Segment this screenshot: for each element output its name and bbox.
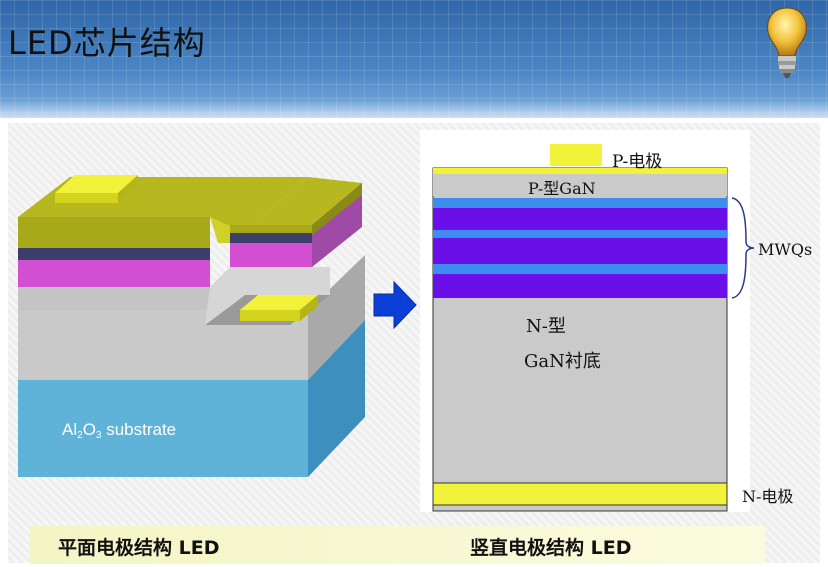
- step-dark-right: [230, 233, 312, 243]
- p-pad-front: [55, 193, 118, 203]
- caption-bar: [30, 526, 765, 564]
- top-yellow-strip: [433, 168, 727, 174]
- mqw-label: MWQs: [758, 240, 813, 259]
- barrier-3: [433, 264, 727, 274]
- header-banner: [0, 0, 828, 118]
- gray-middle-left: [18, 287, 210, 310]
- dark-layer-front: [18, 248, 210, 260]
- planar-led-diagram: [18, 175, 365, 477]
- mesa-floor: [205, 267, 330, 325]
- step-magenta-right: [230, 243, 312, 267]
- barrier-1: [433, 198, 727, 208]
- p-layer-front: [18, 217, 210, 248]
- n-pad-front: [240, 310, 300, 321]
- p-electrode-label: P-电极: [612, 152, 663, 172]
- well-1: [433, 208, 727, 230]
- substrate-side: [308, 320, 365, 477]
- n-pad-top: [240, 295, 318, 310]
- light-bulb-icon: [767, 7, 807, 78]
- p-pad-side: [118, 175, 138, 203]
- planar-caption: 平面电极结构 LED: [58, 537, 220, 559]
- p-electrode-pad: [550, 144, 602, 166]
- n-electrode-pad: [432, 482, 728, 506]
- p-pad-top: [55, 175, 138, 193]
- n-pad-side: [300, 295, 318, 321]
- step-olive: [210, 177, 362, 225]
- vertical-caption: 竖直电极结构 LED: [470, 537, 632, 559]
- mqw-brace: [731, 197, 755, 299]
- n-electrode-label: N-电极: [742, 487, 794, 506]
- gan-side: [308, 255, 365, 380]
- substrate-label: Al2O3 substrate: [62, 420, 177, 441]
- well-2: [433, 238, 727, 264]
- page-title: LED芯片结构: [8, 24, 206, 62]
- barrier-2: [433, 230, 727, 238]
- active-layer-front: [18, 260, 210, 287]
- gan-front: [18, 310, 308, 380]
- right-arrow-icon: [373, 280, 417, 330]
- p-gan-label: P-型GaN: [528, 179, 596, 198]
- step-olive-front: [230, 225, 312, 233]
- right-stack-side-top: [312, 183, 362, 235]
- gan-substrate-label: GaN衬底: [524, 351, 601, 372]
- well-3: [433, 274, 727, 298]
- substrate-front: [18, 380, 308, 477]
- vertical-led-diagram: [420, 130, 755, 512]
- p-gan-layer: [433, 174, 727, 196]
- n-type-label: N-型: [526, 316, 566, 337]
